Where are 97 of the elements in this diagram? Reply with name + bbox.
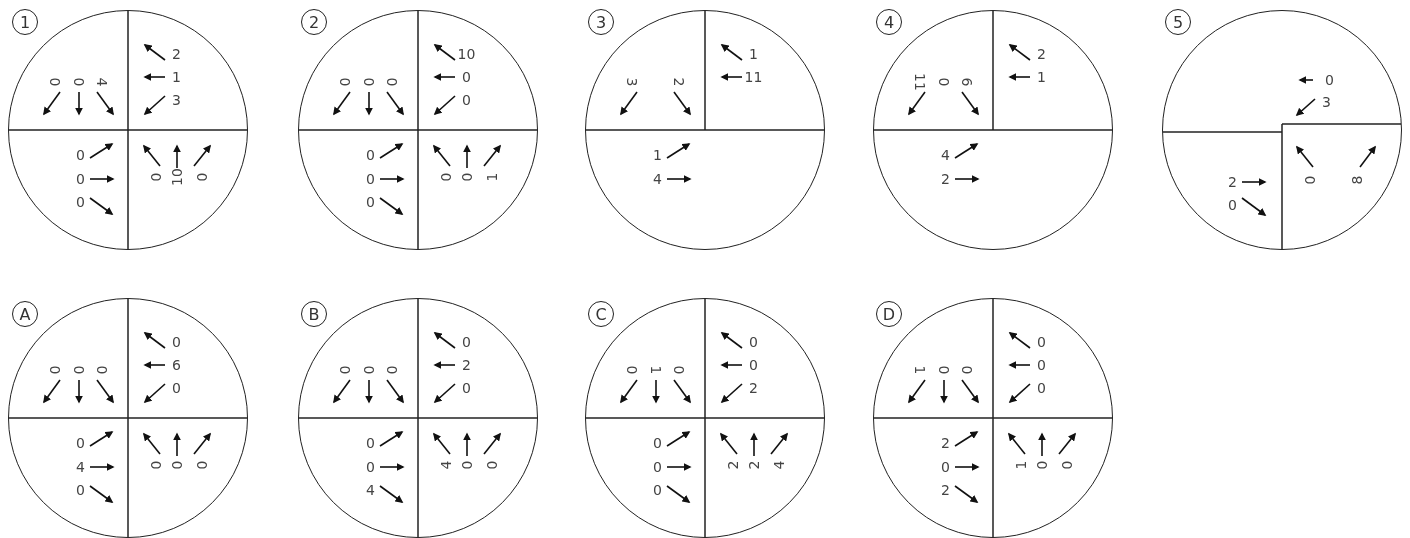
count-number: 0 bbox=[462, 92, 471, 107]
count-number: 0 bbox=[366, 459, 375, 474]
intersection-circle bbox=[585, 298, 825, 538]
count-number: 0 bbox=[76, 194, 85, 209]
count-number: 2 bbox=[746, 460, 761, 469]
count-number: 4 bbox=[941, 147, 950, 162]
count-number: 6 bbox=[959, 77, 974, 86]
count-number: 3 bbox=[1322, 94, 1331, 109]
count-number: 0 bbox=[462, 380, 471, 395]
count-number: 2 bbox=[172, 46, 181, 61]
count-number: 0 bbox=[361, 365, 376, 374]
intersection-circle bbox=[8, 10, 248, 250]
count-number: 2 bbox=[941, 435, 950, 450]
count-number: 0 bbox=[484, 460, 499, 469]
count-number: 1 bbox=[172, 69, 181, 84]
count-number: 0 bbox=[624, 365, 639, 374]
count-number: 0 bbox=[1037, 357, 1046, 372]
count-number: 0 bbox=[1302, 175, 1317, 184]
count-number: 0 bbox=[148, 172, 163, 181]
intersection-circle bbox=[298, 298, 538, 538]
count-number: 0 bbox=[94, 365, 109, 374]
count-number: 4 bbox=[76, 459, 85, 474]
intersection-circle bbox=[298, 10, 538, 250]
count-number: 0 bbox=[462, 334, 471, 349]
count-number: 1 bbox=[653, 147, 662, 162]
count-number: 2 bbox=[941, 171, 950, 186]
count-number: 0 bbox=[76, 435, 85, 450]
count-number: 2 bbox=[749, 380, 758, 395]
count-number: 4 bbox=[438, 460, 453, 469]
count-number: 0 bbox=[194, 460, 209, 469]
count-number: 0 bbox=[459, 460, 474, 469]
count-number: 0 bbox=[169, 460, 184, 469]
count-number: 4 bbox=[94, 77, 109, 86]
intersection-circle bbox=[8, 298, 248, 538]
count-number: 0 bbox=[366, 147, 375, 162]
count-number: 0 bbox=[172, 380, 181, 395]
count-number: 1 bbox=[1037, 69, 1046, 84]
count-number: 0 bbox=[47, 77, 62, 86]
count-number: 2 bbox=[941, 482, 950, 497]
count-number: 11 bbox=[744, 69, 763, 84]
count-number: 0 bbox=[749, 357, 758, 372]
count-number: 0 bbox=[936, 365, 951, 374]
count-number: 0 bbox=[76, 482, 85, 497]
count-number: 0 bbox=[71, 365, 86, 374]
count-number: 0 bbox=[959, 365, 974, 374]
count-number: 1 bbox=[648, 365, 663, 374]
count-number: 1 bbox=[484, 172, 499, 181]
count-number: 3 bbox=[624, 77, 639, 86]
count-number: 0 bbox=[361, 77, 376, 86]
count-number: 0 bbox=[1034, 460, 1049, 469]
count-number: 4 bbox=[366, 482, 375, 497]
count-number: 0 bbox=[936, 77, 951, 86]
count-number: 0 bbox=[438, 172, 453, 181]
count-number: 0 bbox=[366, 194, 375, 209]
count-number: 0 bbox=[1037, 334, 1046, 349]
count-number: 0 bbox=[366, 171, 375, 186]
count-number: 0 bbox=[1228, 197, 1237, 212]
count-number: 0 bbox=[671, 365, 686, 374]
count-number: 2 bbox=[1228, 174, 1237, 189]
count-number: 0 bbox=[1059, 460, 1074, 469]
count-number: 0 bbox=[384, 365, 399, 374]
count-number: 0 bbox=[172, 334, 181, 349]
count-number: 0 bbox=[47, 365, 62, 374]
count-number: 0 bbox=[653, 435, 662, 450]
count-number: 1 bbox=[1013, 460, 1028, 469]
count-number: 0 bbox=[76, 171, 85, 186]
count-number: 2 bbox=[462, 357, 471, 372]
count-number: 0 bbox=[76, 147, 85, 162]
count-number: 10 bbox=[457, 46, 476, 61]
count-number: 0 bbox=[462, 69, 471, 84]
count-number: 0 bbox=[194, 172, 209, 181]
count-number: 2 bbox=[725, 460, 740, 469]
count-number: 0 bbox=[1325, 72, 1334, 87]
count-number: 2 bbox=[671, 77, 686, 86]
count-number: 3 bbox=[172, 92, 181, 107]
count-number: 1 bbox=[749, 46, 758, 61]
count-number: 0 bbox=[148, 460, 163, 469]
count-number: 0 bbox=[653, 482, 662, 497]
count-number: 0 bbox=[653, 459, 662, 474]
count-number: 4 bbox=[771, 460, 786, 469]
count-number: 0 bbox=[366, 435, 375, 450]
count-number: 8 bbox=[1349, 175, 1364, 184]
count-number: 0 bbox=[941, 459, 950, 474]
count-number: 10 bbox=[169, 167, 184, 186]
count-number: 0 bbox=[337, 365, 352, 374]
count-number: 6 bbox=[172, 357, 181, 372]
count-number: 4 bbox=[653, 171, 662, 186]
intersection-circle bbox=[873, 298, 1113, 538]
count-number: 0 bbox=[1037, 380, 1046, 395]
count-number: 1 bbox=[912, 365, 927, 374]
count-number: 0 bbox=[71, 77, 86, 86]
count-number: 0 bbox=[384, 77, 399, 86]
count-number: 11 bbox=[912, 72, 927, 91]
count-number: 0 bbox=[337, 77, 352, 86]
count-number: 0 bbox=[749, 334, 758, 349]
count-number: 2 bbox=[1037, 46, 1046, 61]
count-number: 0 bbox=[459, 172, 474, 181]
